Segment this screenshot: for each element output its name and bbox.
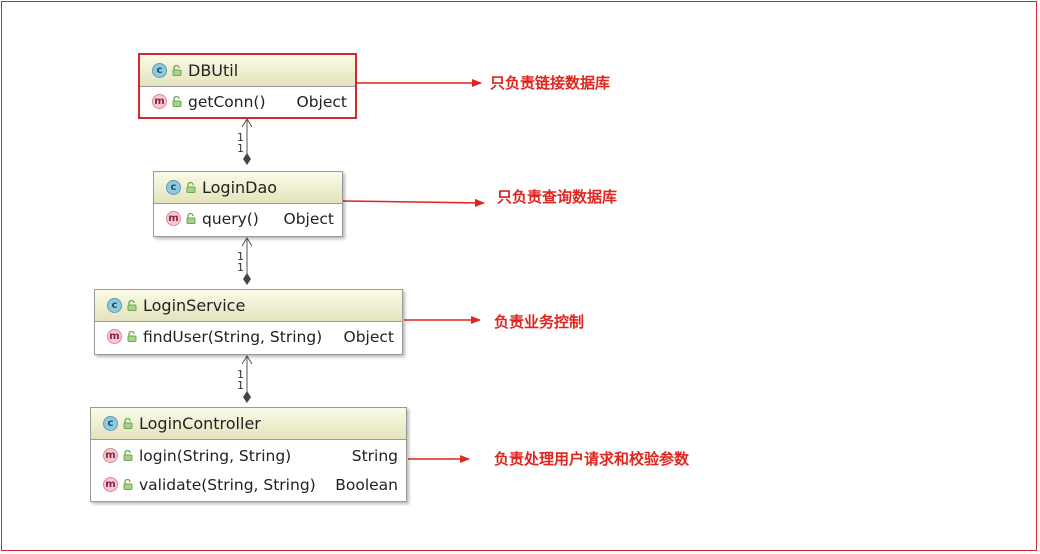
method-return-type: Object [283,209,334,228]
multiplicity-top: 1 [237,368,244,381]
public-visibility-icon [123,479,133,490]
class-header: c LoginDao [154,172,342,204]
public-visibility-icon [123,418,133,429]
method-signature: getConn() [188,92,266,111]
association-service-dao [241,237,253,285]
class-name: LoginService [143,296,246,315]
class-name: LoginController [139,414,261,433]
method-row[interactable]: m getConn() Object [140,87,355,116]
annotation-loginservice: 负责业务控制 [494,313,585,331]
method-row[interactable]: m findUser(String, String) Object [95,322,402,351]
method-icon: m [103,477,118,492]
method-signature: login(String, String) [139,446,292,465]
method-icon: m [107,329,122,344]
class-icon: c [107,298,122,313]
public-visibility-icon [127,300,137,311]
class-header: c LoginService [95,290,402,322]
annotation-arrow-logindao [342,198,485,207]
class-box-logindao[interactable]: c LoginDao m query() Object [153,171,343,237]
multiplicity-top: 1 [237,250,244,263]
class-header: c DBUtil [140,55,355,87]
class-icon: c [166,180,181,195]
method-icon: m [152,94,167,109]
multiplicity-top: 1 [237,131,244,144]
method-row[interactable]: m query() Object [154,204,342,233]
class-icon: c [152,63,167,78]
public-visibility-icon [186,213,196,224]
class-box-loginservice[interactable]: c LoginService m findUser(String, String… [94,289,403,355]
association-controller-service [241,355,253,403]
class-box-logincontroller[interactable]: c LoginController m login(String, String… [90,407,407,502]
public-visibility-icon [127,331,137,342]
public-visibility-icon [172,65,182,76]
annotation-logindao: 只负责查询数据库 [497,188,618,206]
public-visibility-icon [172,96,182,107]
association-dao-dbutil [241,118,253,165]
class-name: DBUtil [188,61,239,80]
method-return-type: Object [296,92,347,111]
method-signature: findUser(String, String) [143,327,323,346]
class-icon: c [103,416,118,431]
method-return-type: Boolean [335,475,398,494]
annotation-dbutil: 只负责链接数据库 [490,74,611,92]
method-row[interactable]: m validate(String, String) Boolean [91,470,406,499]
multiplicity-bottom: 1 [237,261,244,274]
multiplicity-bottom: 1 [237,379,244,392]
class-name: LoginDao [202,178,278,197]
method-return-type: Object [343,327,394,346]
method-icon: m [103,448,118,463]
method-row[interactable]: m login(String, String) String [91,441,406,470]
public-visibility-icon [186,182,196,193]
method-signature: query() [202,209,259,228]
method-icon: m [166,211,181,226]
annotation-logincontroller: 负责处理用户请求和校验参数 [494,450,690,468]
method-return-type: String [351,446,398,465]
class-box-dbutil[interactable]: c DBUtil m getConn() Object [138,53,357,119]
multiplicity-bottom: 1 [237,142,244,155]
method-signature: validate(String, String) [139,475,316,494]
public-visibility-icon [123,450,133,461]
class-header: c LoginController [91,408,406,440]
